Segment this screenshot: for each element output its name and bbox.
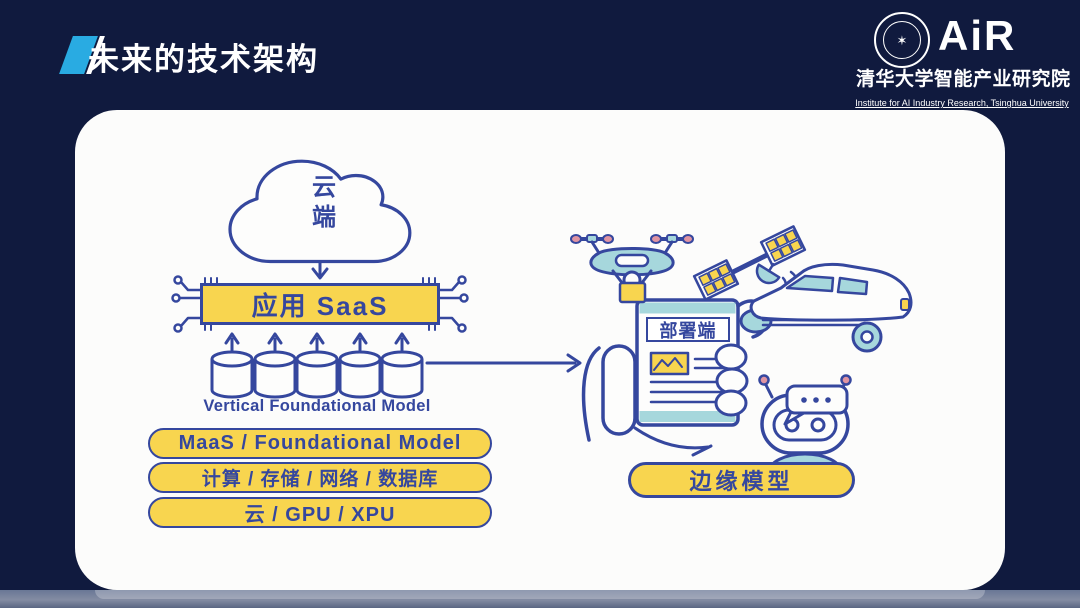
saas-banner: 应用 SaaS	[200, 283, 440, 325]
cloud-icon	[230, 161, 410, 261]
seal-star-icon: ✶	[896, 32, 908, 48]
stack-button-infra: 计算 / 存储 / 网络 / 数据库	[148, 462, 492, 493]
circuit-decoration-left	[171, 275, 218, 333]
down-arrow-icon	[311, 261, 329, 280]
car-icon	[739, 262, 913, 353]
cylinder-icon	[295, 332, 339, 399]
floor-reflection	[0, 590, 1080, 608]
finger-icon	[714, 389, 748, 417]
model-cylinders	[210, 332, 424, 399]
edge-model-button: 边缘模型	[628, 462, 855, 498]
package-icon	[618, 281, 647, 304]
cloud-label: 云端	[307, 174, 335, 234]
cylinder-icon	[380, 332, 424, 399]
page-title: 未来的技术架构	[88, 42, 319, 77]
org-name-english: Institute for AI Industry Research, Tsin…	[855, 98, 1069, 108]
finger-icon	[715, 367, 749, 395]
circuit-decoration-right	[422, 275, 469, 333]
tsinghua-seal-inner: ✶	[883, 21, 921, 59]
deployment-device-label: 部署端	[646, 317, 730, 342]
stack-button-maas: MaaS / Foundational Model	[148, 428, 492, 459]
foundation-model-caption: Vertical Foundational Model	[203, 396, 431, 415]
drone-icon	[570, 234, 694, 304]
air-logo: AiR	[938, 12, 1017, 59]
tsinghua-seal-icon: ✶	[874, 12, 930, 68]
satellite-icon	[692, 225, 807, 301]
right-arrow-icon	[425, 353, 582, 373]
floor-reflection-glow	[95, 590, 985, 599]
stack-button-cloud-gpu: 云 / GPU / XPU	[148, 497, 492, 528]
finger-icon	[714, 343, 748, 371]
org-name-chinese: 清华大学智能产业研究院	[856, 69, 1071, 90]
cylinder-icon	[338, 332, 382, 399]
hand-icon	[581, 344, 637, 442]
cylinder-icon	[253, 332, 297, 399]
diagram-card: 云端 应用 SaaS Vertical Foundational Model M…	[75, 110, 1005, 590]
cylinder-icon	[210, 332, 254, 399]
speech-bubble-icon	[783, 384, 849, 426]
